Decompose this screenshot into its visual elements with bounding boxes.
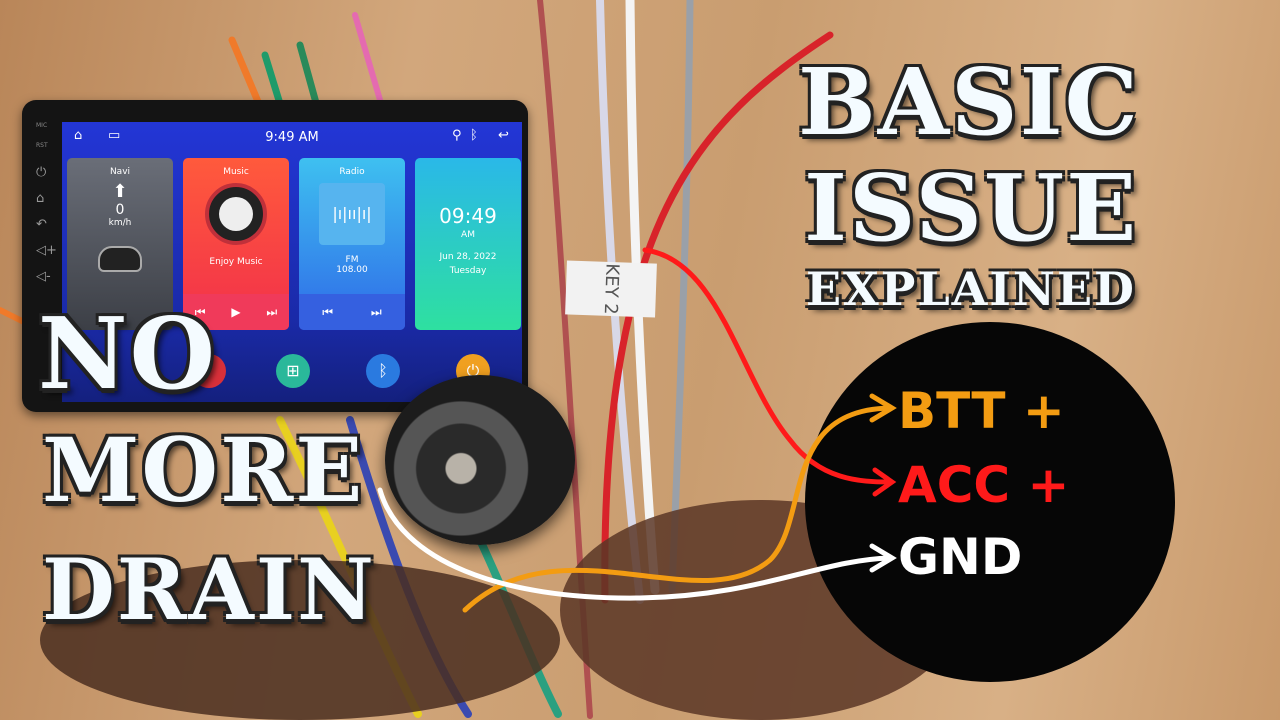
- radio-title: Radio: [339, 167, 365, 177]
- acc-label: ACC +: [898, 456, 1070, 514]
- speed-unit: km/h: [108, 218, 132, 228]
- left-text-line3: DRAIN: [42, 540, 376, 639]
- apps-grid-icon[interactable]: ⊞: [276, 354, 310, 388]
- clock-day: Tuesday: [449, 266, 487, 276]
- dock-app-icon[interactable]: [192, 354, 226, 388]
- music-controls[interactable]: ⏮ ▶ ⏭: [183, 294, 289, 330]
- home-icon[interactable]: ⌂: [74, 128, 83, 143]
- music-card[interactable]: Music Enjoy Music ⏮ ▶ ⏭: [183, 158, 289, 330]
- location-icon: ⚲: [452, 128, 462, 143]
- album-art: [205, 183, 267, 245]
- left-text-line1: NO: [38, 297, 217, 412]
- music-title: Music: [223, 167, 249, 177]
- left-text-line2: MORE: [42, 418, 365, 522]
- bluetooth-app-icon[interactable]: ᛒ: [366, 354, 400, 388]
- gnd-label: GND: [898, 528, 1023, 586]
- radio-card[interactable]: Radio |ı|ıı|ı| FM 108.00 ⏮ ⏭: [299, 158, 405, 330]
- clock-date: Jun 28, 2022: [439, 252, 497, 262]
- speed-value: 0: [115, 202, 125, 218]
- head-unit-screen: ⌂ ▭ 9:49 AM ⚲ ᛒ ↩ Navi ⬆ 0 km/h Music En…: [62, 122, 522, 402]
- recent-apps-icon[interactable]: ▭: [108, 128, 121, 143]
- waveform-icon: |ı|ıı|ı|: [319, 183, 385, 245]
- arrow-up-icon: ⬆: [112, 181, 128, 202]
- navi-card[interactable]: Navi ⬆ 0 km/h: [67, 158, 173, 330]
- headline-line3: EXPLAINED: [806, 262, 1136, 316]
- music-caption: Enjoy Music: [209, 257, 263, 267]
- car-icon: [98, 246, 142, 272]
- radio-controls[interactable]: ⏮ ⏭: [299, 294, 405, 330]
- navi-title: Navi: [109, 167, 131, 177]
- headline-line2: ISSUE: [804, 154, 1139, 262]
- clock-ampm: AM: [461, 230, 475, 240]
- backup-camera: [385, 375, 575, 545]
- status-bar: ⌂ ▭ 9:49 AM ⚲ ᛒ ↩: [62, 122, 522, 152]
- clock-time: 09:49: [439, 204, 497, 228]
- bluetooth-icon: ᛒ: [470, 128, 478, 143]
- btt-label: BTT +: [898, 382, 1065, 440]
- clock-card[interactable]: 09:49 AM Jun 28, 2022 Tuesday: [415, 158, 521, 330]
- headline-line1: BASIC: [798, 48, 1140, 156]
- status-time: 9:49 AM: [265, 130, 319, 145]
- back-icon[interactable]: ↩: [498, 128, 509, 143]
- rst-label: RST: [36, 142, 48, 149]
- wiring-panel: [805, 322, 1175, 682]
- mic-label: MIC: [36, 122, 48, 129]
- radio-band: FM: [345, 255, 359, 265]
- side-buttons[interactable]: ⏻⌂↶◁+◁-: [36, 165, 57, 284]
- radio-frequency: 108.00: [336, 265, 368, 275]
